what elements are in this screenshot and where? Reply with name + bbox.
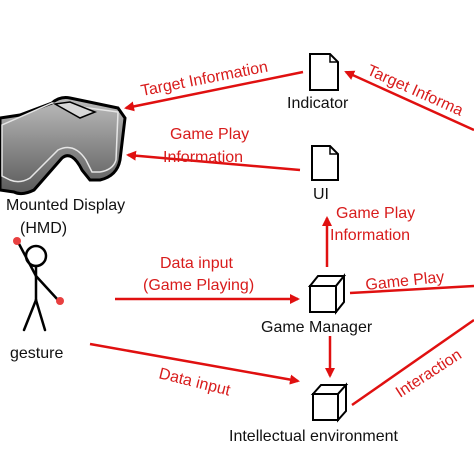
edge-label-gameplay-ui-1: Game Play (336, 205, 415, 222)
goggles-icon (0, 96, 127, 196)
hand-marker-right (56, 297, 64, 305)
arrow-gm-to-right (349, 284, 474, 295)
arrow-user-to-env (89, 342, 300, 385)
hmd-label-line2: (HMD) (20, 220, 67, 237)
arrow-env-to-right (351, 318, 474, 407)
indicator-label: Indicator (287, 95, 349, 112)
arrow-right-to-indicator (344, 70, 474, 132)
document-icon (311, 145, 339, 181)
cube-icon (307, 273, 347, 315)
edge-label-target-info-right: Target Informa (364, 62, 465, 120)
edge-label-target-info: Target Information (140, 59, 270, 100)
document-icon (309, 53, 339, 91)
game-manager-label: Game Manager (261, 319, 373, 336)
edge-label-gameplay-ui-2: Information (330, 227, 410, 244)
hmd-label-line1: Mounted Display (6, 197, 125, 214)
edge-label-data-input-1: Data input (160, 255, 233, 272)
cube-icon (310, 382, 349, 423)
arrow-indicator-to-hmd (124, 70, 304, 112)
stick-figure-icon (16, 240, 60, 332)
edge-label-data-input-env: Data input (157, 365, 232, 399)
environment-label: Intellectual environment (229, 428, 399, 445)
edge-label-gameplay-hmd-2: Information (163, 149, 243, 166)
arrow-ui-to-hmd (126, 150, 301, 172)
hand-marker-left (13, 237, 21, 245)
user-label: gesture (10, 345, 63, 362)
edge-label-data-input-2: (Game Playing) (143, 277, 254, 294)
edge-label-interaction: Interaction (393, 346, 465, 401)
ui-label: UI (313, 186, 329, 203)
edge-label-gameplay-hmd-1: Game Play (170, 126, 249, 143)
